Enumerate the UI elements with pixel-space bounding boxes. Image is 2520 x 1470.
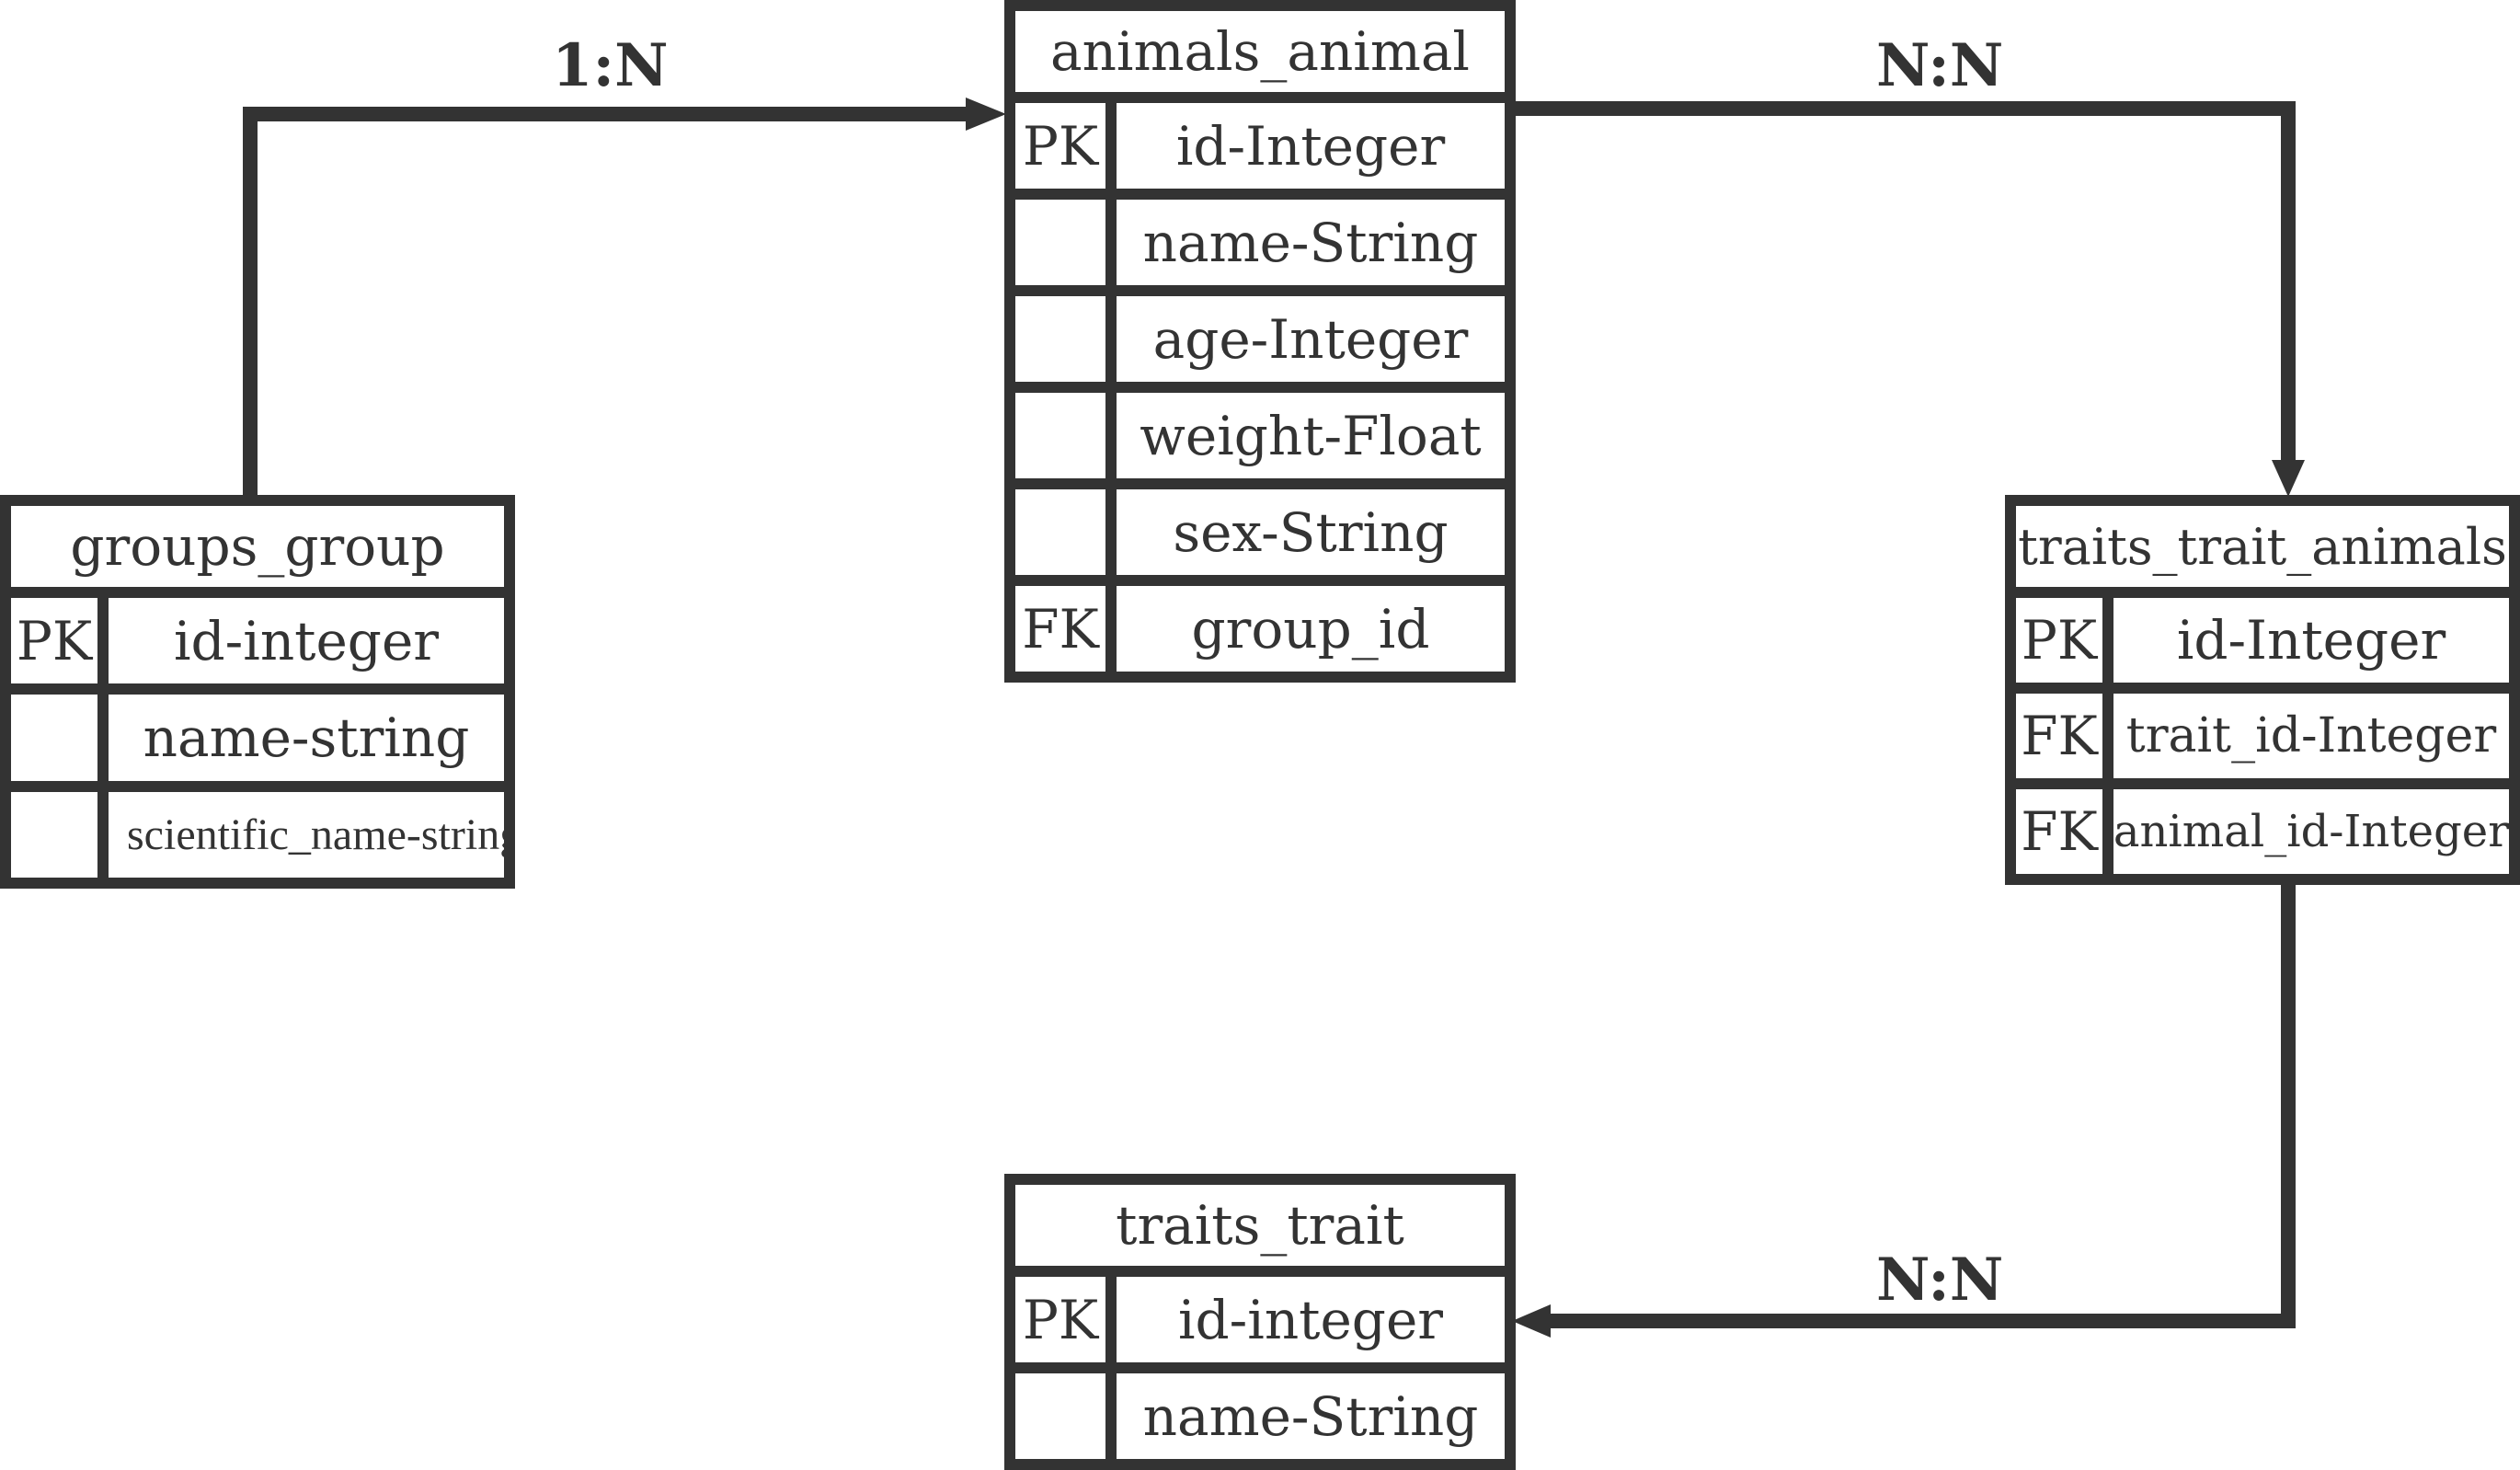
field-cell: name-string [109, 695, 504, 781]
key-cell [1015, 296, 1105, 382]
key-cell [11, 791, 97, 878]
field-cell: trait_id-Integer [2113, 694, 2509, 778]
field-cell: id-integer [109, 598, 504, 684]
table-row: PK id-Integer [2016, 598, 2509, 683]
field-cell: id-integer [1117, 1277, 1505, 1362]
field-cell: name-String [1117, 200, 1505, 285]
key-cell: FK [1015, 586, 1105, 672]
field-cell: name-String [1117, 1373, 1505, 1459]
arrowhead-trait-animals-to-traits [1512, 1304, 1551, 1338]
table-row: name-String [1015, 200, 1505, 285]
relation-label-n-n-bottom: N:N [1876, 1246, 2004, 1315]
entity-title: animals_animal [1015, 11, 1505, 92]
field-cell: animal_id-Integer [2113, 789, 2509, 874]
entity-traits-trait-animals: traits_trait_animals PK id-Integer FK tr… [2005, 495, 2520, 885]
entity-title: traits_trait_animals [2016, 506, 2509, 587]
table-row: PK id-integer [11, 598, 504, 684]
field-cell: sex-String [1117, 489, 1505, 575]
arrowhead-groups-to-animals [966, 98, 1006, 131]
key-cell [1015, 200, 1105, 285]
entity-animals-animal: animals_animal PK id-Integer name-String… [1004, 0, 1516, 683]
field-cell: id-Integer [1117, 103, 1505, 189]
table-row: weight-Float [1015, 393, 1505, 478]
table-row: PK id-integer [1015, 1277, 1505, 1362]
key-cell: FK [2016, 789, 2102, 874]
entity-title: traits_trait [1015, 1185, 1505, 1266]
relation-line-groups-to-animals [243, 107, 968, 495]
relation-label-n-n-top: N:N [1876, 31, 2004, 100]
field-cell: age-Integer [1117, 296, 1505, 382]
field-cell: scientific_name-string [109, 791, 504, 878]
field-cell: weight-Float [1117, 393, 1505, 478]
table-row: FK group_id [1015, 586, 1505, 672]
field-cell: group_id [1117, 586, 1505, 672]
key-cell: FK [2016, 694, 2102, 778]
key-cell: PK [1015, 1277, 1105, 1362]
relation-line-trait-animals-to-traits [1545, 883, 2296, 1328]
key-cell [1015, 489, 1105, 575]
relation-label-1-n: 1:N [552, 31, 669, 100]
key-cell: PK [1015, 103, 1105, 189]
table-row: scientific_name-string [11, 791, 504, 878]
entity-groups-group: groups_group PK id-integer name-string s… [0, 495, 515, 889]
table-row: age-Integer [1015, 296, 1505, 382]
table-row: PK id-Integer [1015, 103, 1505, 189]
table-row: name-String [1015, 1373, 1505, 1459]
entity-title: groups_group [11, 506, 504, 587]
key-cell: PK [11, 598, 97, 684]
key-cell [1015, 1373, 1105, 1459]
table-row: sex-String [1015, 489, 1505, 575]
relation-line-animals-to-trait-animals [1514, 101, 2296, 465]
key-cell: PK [2016, 598, 2102, 683]
table-row: name-string [11, 695, 504, 781]
key-cell [11, 695, 97, 781]
entity-traits-trait: traits_trait PK id-integer name-String [1004, 1174, 1516, 1470]
table-row: FK animal_id-Integer [2016, 789, 2509, 874]
field-cell: id-Integer [2113, 598, 2509, 683]
arrowhead-animals-to-trait-animals [2272, 460, 2305, 497]
key-cell [1015, 393, 1105, 478]
table-row: FK trait_id-Integer [2016, 694, 2509, 778]
